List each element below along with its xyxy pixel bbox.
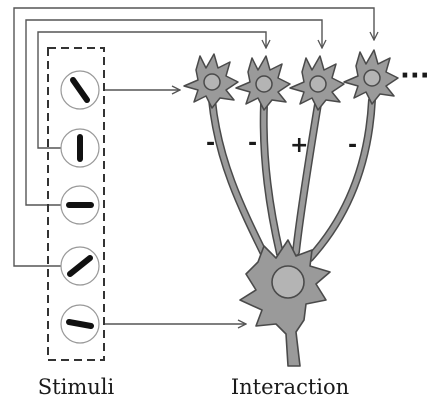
top-neuron-1 bbox=[183, 53, 239, 109]
stimuli-caption: Stimuli bbox=[38, 375, 115, 399]
more-neurons-ellipsis: ··· bbox=[400, 61, 430, 91]
bottom-neuron bbox=[239, 239, 331, 367]
top-neuron-4 bbox=[343, 49, 399, 105]
bar-tilted-right bbox=[67, 255, 93, 277]
input-connections bbox=[104, 90, 246, 324]
feedback-connections bbox=[13, 7, 374, 267]
interaction-caption: Interaction bbox=[231, 375, 349, 399]
stimulus-2 bbox=[60, 128, 100, 168]
feedback-line-1 bbox=[13, 7, 374, 267]
bar-tilted-left bbox=[70, 77, 90, 103]
feedback-line-3 bbox=[37, 31, 266, 149]
stimulus-4 bbox=[60, 246, 100, 286]
sign-1: - bbox=[206, 131, 215, 156]
stimulus-5 bbox=[60, 304, 100, 344]
top-neuron-2 bbox=[235, 55, 291, 111]
stimulus-3 bbox=[60, 185, 100, 225]
sign-4: - bbox=[348, 133, 357, 158]
top-neuron-3 bbox=[289, 55, 345, 111]
axons bbox=[208, 96, 376, 262]
stimulus-1 bbox=[60, 70, 100, 110]
axon-4 bbox=[306, 96, 376, 262]
sign-3: + bbox=[290, 133, 308, 158]
sign-2: - bbox=[248, 131, 257, 156]
feedback-line-2 bbox=[25, 19, 322, 206]
bar-horizontal-slight bbox=[66, 319, 94, 329]
stimuli-box bbox=[47, 47, 105, 361]
axon-1 bbox=[208, 96, 270, 262]
